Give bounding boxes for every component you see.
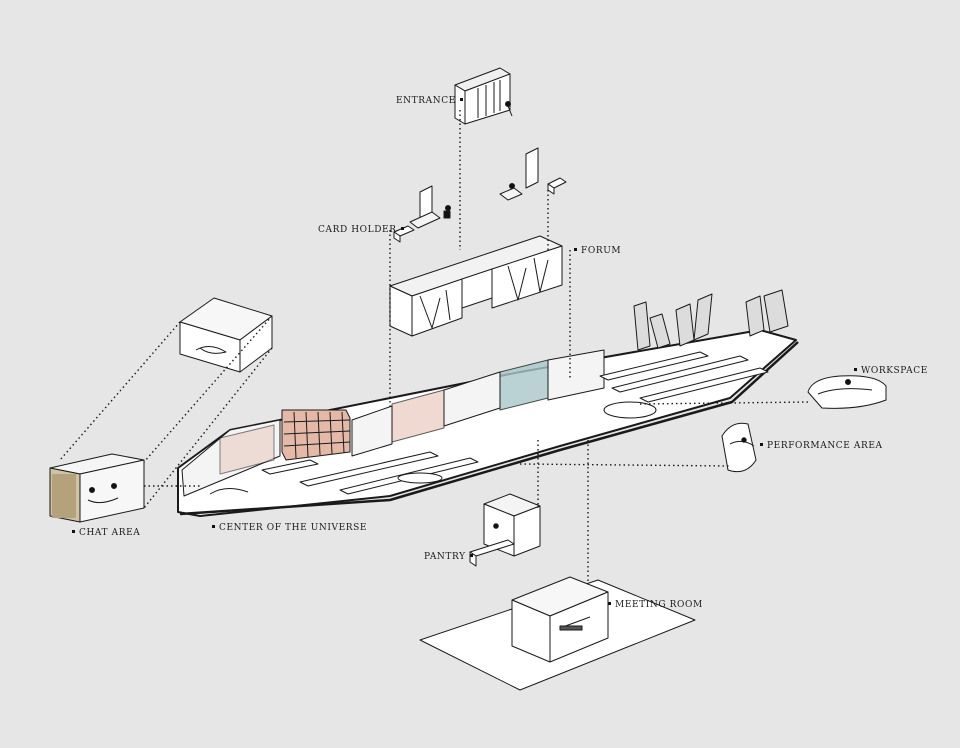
label-bullet <box>574 248 577 251</box>
label-performance-area: PERFORMANCE AREA <box>756 441 883 451</box>
chat-area-box-upper <box>179 297 273 373</box>
label-bullet <box>608 602 611 605</box>
entrance-module <box>454 67 513 125</box>
grid-wall <box>281 409 351 461</box>
label-bullet <box>459 98 463 101</box>
card-holder-left <box>393 185 451 243</box>
label-chat-area: CHAT AREA <box>68 528 140 538</box>
forum-module <box>389 235 563 337</box>
main-floor-plate <box>177 289 799 517</box>
pantry-module <box>469 493 541 567</box>
performance-area-module <box>721 422 757 473</box>
workspace-sofa-module <box>807 375 887 409</box>
label-entrance: ENTRANCE <box>396 96 467 106</box>
label-bullet <box>760 443 763 446</box>
label-pantry: PANTRY <box>424 552 477 562</box>
meeting-room-module <box>511 576 609 663</box>
label-bullet <box>212 525 215 528</box>
workspace-sculptures <box>633 289 789 351</box>
label-center-of-the-universe: CENTER OF THE UNIVERSE <box>208 523 367 533</box>
label-card-holder: CARD HOLDER <box>318 225 408 235</box>
label-bullet <box>400 227 404 230</box>
label-bullet <box>72 530 75 533</box>
connector-lines <box>59 110 811 582</box>
label-meeting-room: MEETING ROOM <box>604 600 703 610</box>
label-bullet <box>854 368 857 371</box>
label-workspace: WORKSPACE <box>850 366 928 376</box>
chat-area-module <box>49 453 145 523</box>
label-forum: FORUM <box>570 246 621 256</box>
card-holder-right <box>499 147 567 201</box>
label-bullet <box>469 554 473 557</box>
